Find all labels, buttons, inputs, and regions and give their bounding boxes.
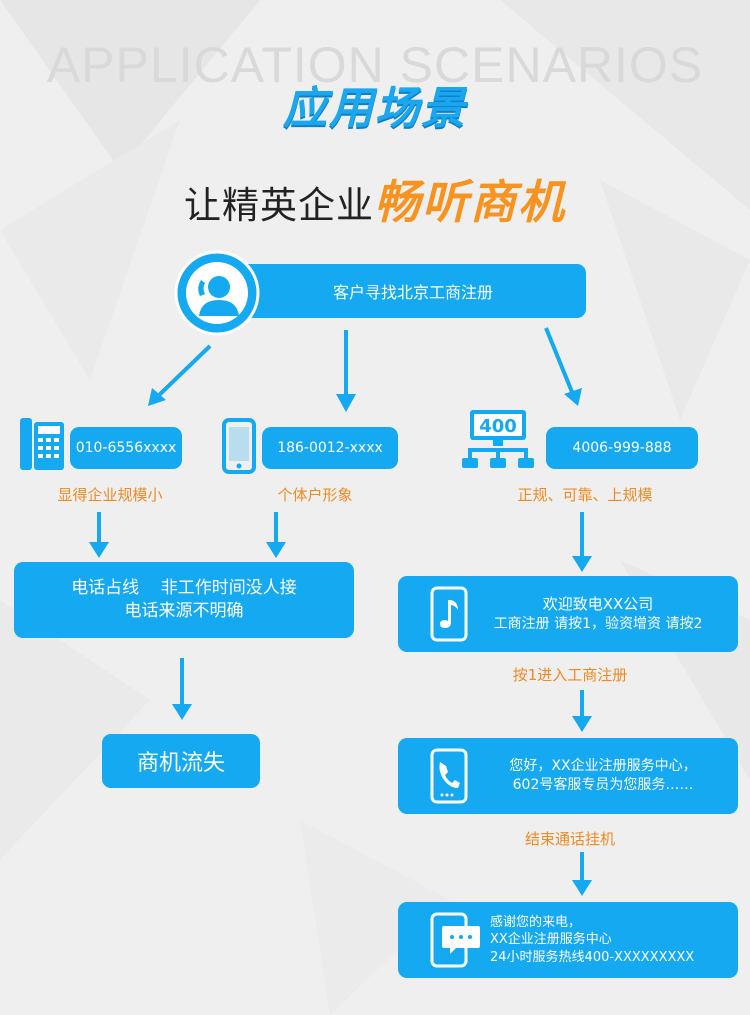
- right-step-1-line-1: 欢迎致电XX公司: [542, 595, 654, 614]
- top-customer-box: 客户寻找北京工商注册: [200, 264, 586, 318]
- message-phone-icon: [430, 912, 480, 968]
- slogan: 让精英企业畅听商机: [0, 166, 750, 232]
- right-step-2-line-2: 602号客服专员为您服务……: [512, 777, 694, 793]
- right-step-1-line-2: 工商注册 请按1，验资增资 请按2: [493, 615, 703, 632]
- arrow-top-right: [544, 327, 582, 406]
- slogan-highlight: 畅听商机: [374, 175, 566, 229]
- branch-3-number: 4006-999-888: [572, 440, 672, 456]
- arrow-branch-3-down: [572, 512, 592, 572]
- arrow-to-result: [172, 658, 192, 720]
- branch-3-note: 正规、可靠、上规模: [517, 486, 653, 504]
- customer-service-icon: [174, 250, 260, 336]
- arrow-top-left: [148, 344, 212, 406]
- left-problem-line-1: 电话占线 非工作时间没人接: [71, 578, 297, 599]
- right-step-3-line-2: XX企业注册服务中心: [490, 932, 612, 948]
- right-action-2: 结束通话挂机: [524, 830, 615, 848]
- result-box: 商机流失: [102, 734, 260, 788]
- branch-2-note: 个体户形象: [277, 486, 353, 504]
- right-step-3-line-1: 感谢您的来电，: [490, 914, 582, 930]
- arrow-branch-2-down: [266, 512, 286, 558]
- result-text: 商机流失: [136, 751, 225, 776]
- right-action-1: 按1进入工商注册: [512, 666, 628, 684]
- branch-2-number: 186-0012-xxxx: [277, 440, 383, 456]
- arrow-branch-1-down: [89, 512, 109, 558]
- left-problem-line-2: 电话来源不明确: [124, 601, 244, 621]
- arrow-top-middle: [336, 330, 356, 412]
- top-customer-text: 客户寻找北京工商注册: [332, 283, 493, 302]
- branch-1-note: 显得企业规模小: [57, 486, 163, 504]
- branch-2-number-box: 186-0012-xxxx: [262, 427, 398, 469]
- hotline-400-icon: [462, 410, 534, 468]
- watermark-text: APPLICATION SCENARIOS: [46, 37, 704, 93]
- branch-1-number: 010-6556xxxx: [75, 440, 177, 456]
- desk-phone-icon: [20, 418, 64, 470]
- arrow-right-step-2: [572, 690, 592, 732]
- left-problem-box: 电话占线 非工作时间没人接 电话来源不明确: [14, 562, 354, 638]
- slogan-prefix: 让精英企业: [184, 184, 374, 227]
- branch-1-number-box: 010-6556xxxx: [70, 427, 182, 469]
- music-phone-icon: [430, 586, 468, 642]
- right-step-2-line-1: 您好，XX企业注册服务中心，: [509, 758, 697, 775]
- page-title: 应用场景: [283, 83, 467, 134]
- mobile-phone-icon: [222, 418, 256, 474]
- right-step-3-line-3: 24小时服务热线400-XXXXXXXXX: [490, 949, 695, 965]
- hotline-badge: 400: [479, 416, 517, 437]
- arrow-right-step-3: [572, 852, 592, 896]
- calling-phone-icon: [430, 748, 468, 804]
- branch-3-number-box: 4006-999-888: [546, 427, 698, 469]
